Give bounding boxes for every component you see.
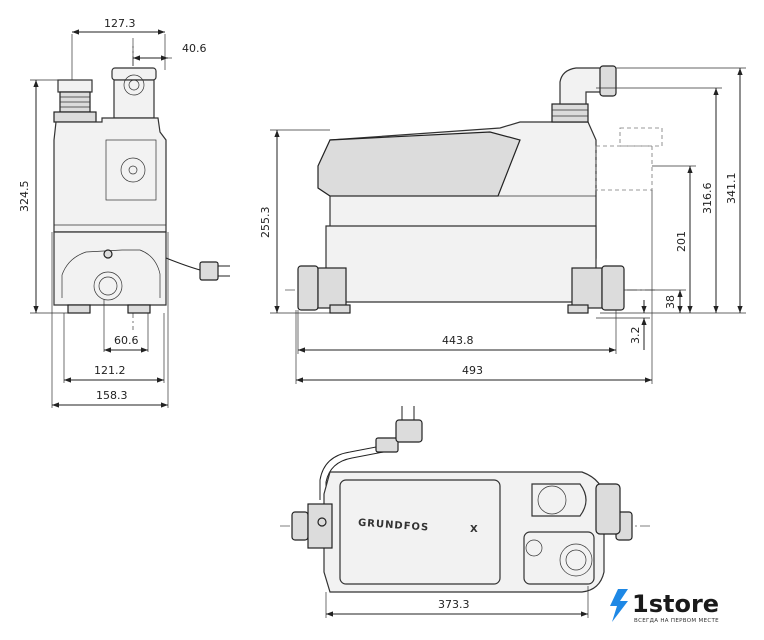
logo-tagline: ВСЕГДА НА ПЕРВОМ МЕСТЕ [634,618,719,624]
dim-40-6: 40.6 [182,42,207,55]
dim-324-5: 324.5 [18,181,31,213]
top-view: GRUNDFOS X [280,406,652,593]
dim-127-3: 127.3 [104,17,136,30]
top-view-dimensions: 373.3 [325,586,589,618]
dim-38: 38 [664,295,677,309]
front-view [53,38,230,330]
dim-493: 493 [462,364,483,377]
product-marking: GRUNDFOS [358,518,430,534]
bolt-icon [610,589,628,622]
dim-341-1: 341.1 [725,173,738,205]
dim-158-3: 158.3 [96,389,128,402]
dim-201: 201 [675,231,688,252]
dim-316-6: 316.6 [701,183,714,215]
dim-255-3: 255.3 [259,207,272,239]
dim-373-3: 373.3 [438,598,470,611]
dim-60-6: 60.6 [114,334,139,347]
store-logo: 1store ВСЕГДА НА ПЕРВОМ МЕСТЕ [610,589,719,624]
dim-443-8: 443.8 [442,334,474,347]
dim-121-2: 121.2 [94,364,126,377]
front-view-dimensions: 127.3 40.6 324.5 60.6 121.2 158.3 [18,17,207,408]
product-marking-x: X [470,524,479,535]
side-view [285,65,663,314]
logo-name: 1store [632,590,719,618]
side-view-dimensions: 255.3 443.8 493 201 316.6 341.1 38 3.2 [259,67,746,384]
dim-3-2: 3.2 [629,327,642,345]
